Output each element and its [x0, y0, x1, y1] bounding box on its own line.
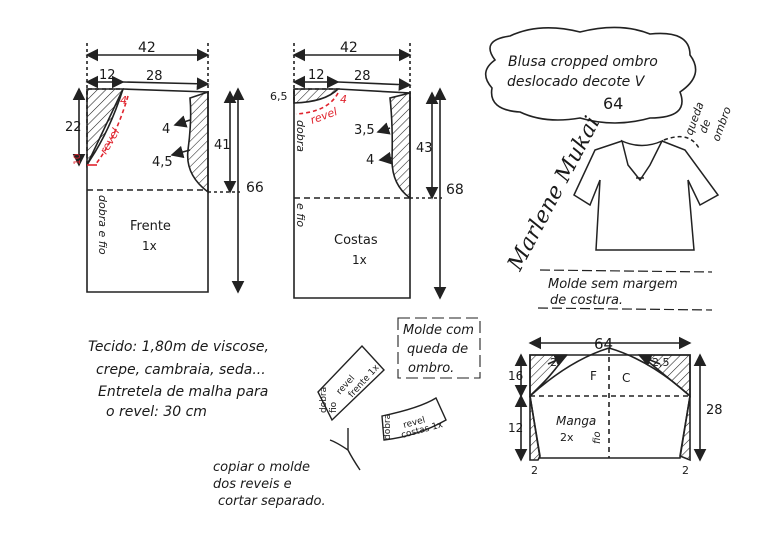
sleeve-front-mark: F	[590, 369, 597, 383]
front-neck-width-label: 12	[99, 68, 116, 83]
front-piece-name: Frente	[130, 219, 171, 234]
back-armhole-offset-1: 3,5	[354, 123, 375, 138]
sleeve-labels: 64 16 12 28 2 2,5 F C Manga 2x fio 2 2	[508, 335, 723, 477]
sleeve-cap-height: 16	[508, 369, 523, 383]
title-size: 64	[603, 94, 623, 113]
fabric-line-1: Tecido: 1,80m de viscose,	[88, 339, 269, 355]
front-facing-piece: revel frente 1x dobra fio	[317, 344, 385, 422]
front-outline	[86, 88, 209, 293]
copy-line-3: cortar separado.	[218, 494, 326, 509]
front-pattern-piece	[72, 43, 245, 294]
shoulder-note-line-1: Molde com	[403, 323, 474, 338]
title-cloud: Blusa cropped ombro deslocado decote V 6…	[484, 26, 697, 124]
copy-line-2: dos reveis e	[213, 477, 292, 492]
sleeve-hem-offset-left: 2	[531, 464, 538, 477]
shoulder-note-line-2: queda de	[407, 342, 468, 357]
signature: Marlene Mukai	[503, 112, 606, 275]
copy-facings-note: copiar o molde dos reveis e cortar separ…	[213, 460, 326, 509]
front-facing-offset: 4	[120, 94, 127, 107]
fabric-line-2: crepe, cambraia, seda...	[96, 362, 266, 378]
sleeve-name: Manga	[556, 414, 596, 428]
front-armhole-offset-1: 4	[162, 122, 170, 137]
fabric-line-3: Entretela de malha para	[98, 384, 268, 400]
shoulder-drop-label: queda de ombro	[683, 100, 735, 143]
sleeve-offset-right: 2,5	[652, 356, 670, 369]
back-labels: 42 6,5 12 28 4 revel 3,5 4 43 68 dobra e…	[270, 40, 464, 267]
front-facing-fold: dobra	[319, 387, 329, 413]
no-seam-line-2: de costura.	[550, 293, 623, 308]
front-labels: 42 12 28 22 4 4,5 41 66 4 revel 10 Frent…	[65, 40, 264, 255]
front-armhole-offset-2: 4,5	[152, 155, 173, 170]
copy-line-1: copiar o molde	[213, 460, 310, 475]
front-facing-depth: 10	[73, 153, 83, 165]
back-pattern-piece	[292, 43, 447, 300]
shoulder-drop-word-2: de	[697, 117, 714, 135]
back-width-label: 42	[340, 40, 358, 56]
title-line-1: Blusa cropped ombro	[508, 54, 658, 70]
signature-text: Marlene Mukai	[503, 112, 606, 275]
front-facing-grain: fio	[329, 401, 339, 413]
back-neck-depth-label: 6,5	[270, 90, 288, 103]
back-outline	[293, 88, 411, 299]
back-facing-piece: revel costas 1x dobra	[381, 396, 447, 441]
sleeve-offset-left: 2	[550, 356, 557, 369]
sleeve-hem-offset-right: 2	[682, 464, 689, 477]
back-facing-offset: 4	[340, 93, 347, 106]
back-shoulder-label: 28	[354, 69, 371, 84]
back-fold-label-1: dobra	[294, 120, 307, 152]
back-armhole-facing-hatch	[389, 91, 411, 200]
back-piece-name: Costas	[334, 233, 378, 248]
front-armhole-facing-hatch	[186, 90, 209, 194]
front-total-height: 66	[246, 180, 264, 196]
back-facing-label: revel	[309, 105, 339, 127]
back-facing-fold: dobra	[383, 414, 393, 440]
sleeve-pattern-piece	[514, 336, 707, 462]
blouse-sketch	[573, 135, 720, 251]
copy-arrow	[329, 428, 361, 471]
sleeve-total-height: 28	[706, 403, 723, 418]
sleeve-grain: fio	[592, 431, 603, 444]
sleeve-back-mark: C	[622, 371, 630, 385]
front-shoulder-label: 28	[146, 69, 163, 84]
title-line-2: deslocado decote V	[507, 74, 646, 90]
fabric-note: Tecido: 1,80m de viscose, crepe, cambrai…	[88, 339, 269, 420]
back-armhole-offset-2: 4	[366, 153, 374, 168]
shoulder-drop-note: Molde com queda de ombro.	[397, 317, 481, 379]
front-neck-depth-label: 22	[65, 120, 82, 135]
shoulder-drop-word-3: ombro	[710, 105, 735, 143]
back-fold-label-2: e fio	[294, 203, 307, 227]
back-armhole-height: 43	[416, 141, 433, 156]
back-total-height: 68	[446, 182, 464, 198]
sleeve-count: 2x	[560, 431, 574, 444]
shoulder-note-line-3: ombro.	[408, 361, 454, 376]
front-width-label: 42	[138, 40, 156, 56]
sleeve-width: 64	[594, 335, 613, 353]
front-armhole-height: 41	[214, 138, 231, 153]
fabric-line-4: o revel: 30 cm	[106, 404, 207, 420]
no-seam-line-1: Molde sem margem	[548, 277, 678, 292]
front-piece-count: 1x	[142, 239, 157, 253]
front-fold-label: dobra e fio	[96, 195, 109, 255]
back-neck-width-label: 12	[308, 68, 325, 83]
back-piece-count: 1x	[352, 253, 367, 267]
no-seam-note: Molde sem margem de costura.	[537, 269, 713, 311]
sleeve-underarm-height: 12	[508, 421, 523, 435]
